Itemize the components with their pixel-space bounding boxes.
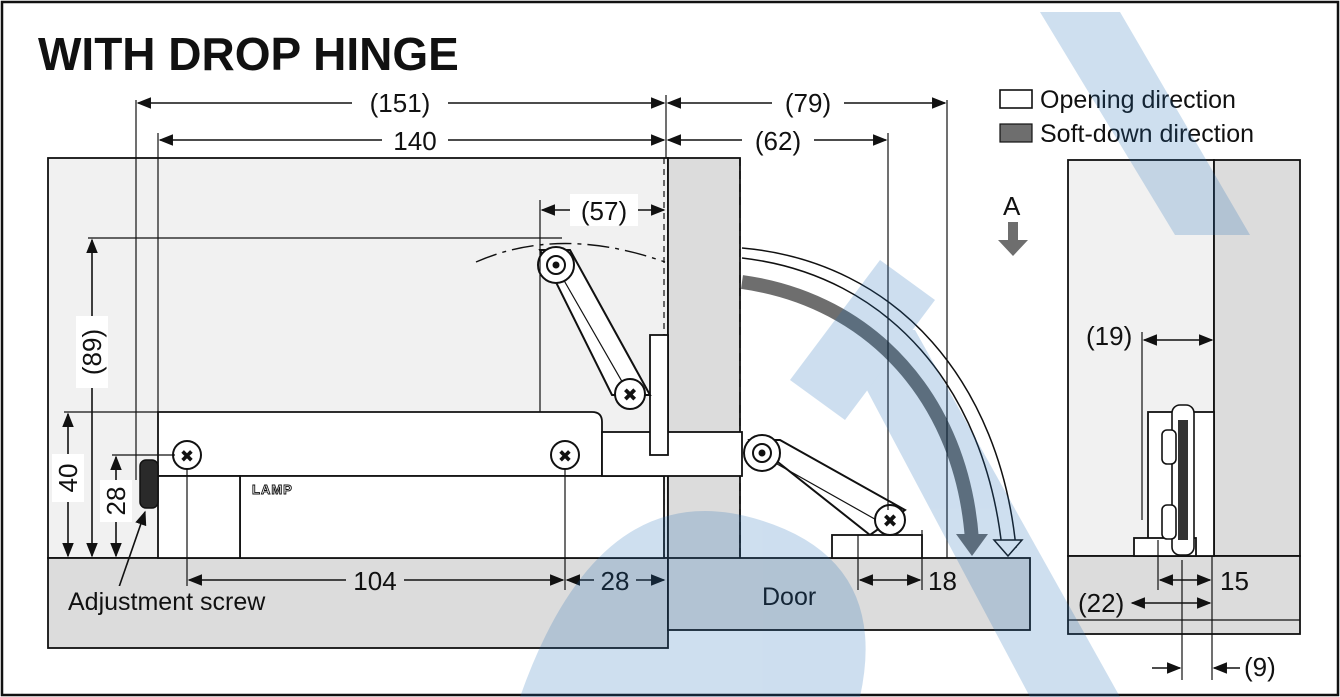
pivot-mid (614, 378, 646, 410)
door-mount-block (831, 534, 923, 559)
adjustment-screw-knob (139, 459, 159, 509)
hinge-body-lower (239, 475, 665, 559)
dim-151: (151) (370, 88, 431, 118)
dim-22: (22) (1078, 588, 1124, 618)
opening-direction-arrowhead (992, 539, 1024, 558)
view-arrow-label: A (1003, 191, 1021, 221)
side-hinge-knob-bottom (1161, 504, 1177, 540)
legend-opening-swatch (999, 89, 1033, 109)
pivot-lower-left-core (758, 449, 766, 457)
dim-28-vertical: 28 (101, 487, 131, 516)
dim-62: (62) (755, 126, 801, 156)
dim-18: 18 (928, 566, 957, 596)
dim-79: (79) (785, 88, 831, 118)
door-label: Door (762, 583, 816, 611)
mounting-screw-left-cross: ✖ (180, 447, 194, 467)
legend-opening-label: Opening direction (1040, 86, 1236, 114)
pivot-mid-cross: ✖ (622, 385, 637, 406)
door-closed-position (667, 157, 741, 619)
soft-down-direction-arc (741, 275, 979, 541)
dim-9: (9) (1244, 652, 1276, 682)
dim-28-horizontal: 28 (601, 566, 630, 596)
watermark-stroke-3 (790, 260, 935, 420)
dim-19: (19) (1086, 321, 1132, 351)
watermark (520, 12, 1250, 697)
hinge-body-front (157, 475, 241, 559)
hinge-lower-arm-inner (769, 459, 881, 523)
dim-104: 104 (353, 566, 396, 596)
legend-soft-down-label: Soft-down direction (1040, 120, 1254, 148)
watermark-stroke-2 (835, 330, 1120, 697)
brand-logo: LAMP (252, 482, 293, 497)
watermark-shape-4 (520, 510, 866, 697)
legend-soft-down-swatch (999, 123, 1033, 143)
dim-57: (57) (581, 196, 627, 226)
watermark-stroke-1 (1040, 12, 1250, 235)
pivot-upper-core (552, 261, 560, 269)
opening-direction-arc (741, 257, 1003, 549)
dim-140: 140 (393, 126, 436, 156)
adjustment-screw-leader (117, 510, 147, 591)
dim-89: (89) (77, 329, 107, 375)
mounting-screw-right-cross: ✖ (558, 447, 572, 467)
hinge-body-upper (157, 411, 603, 477)
pivot-swing-arc (475, 242, 666, 263)
page-title: WITH DROP HINGE (38, 28, 459, 80)
pivot-lower-right-cross: ✖ (882, 511, 897, 532)
side-view-bottom-board (1067, 555, 1301, 635)
side-hinge-knob-top (1161, 429, 1177, 465)
adjustment-screw-label: Adjustment screw (68, 588, 266, 616)
pivot-lower-left-inner (752, 443, 772, 463)
hinge-mount-plate (601, 431, 743, 477)
pivot-lower-right (874, 504, 906, 536)
dim-40: 40 (53, 464, 83, 493)
hinge-bracket (649, 334, 669, 456)
dim-15: 15 (1220, 566, 1249, 596)
soft-down-direction-arrowhead (956, 534, 988, 556)
door-open-position (667, 557, 1031, 631)
pivot-upper-inner (546, 255, 566, 275)
side-view-door (1213, 159, 1301, 557)
view-arrow-a-icon (998, 222, 1028, 256)
side-hinge-arm-core (1178, 420, 1188, 540)
opening-direction-arc-outer (741, 247, 1017, 549)
hinge-upper-arm-inner (557, 269, 629, 393)
